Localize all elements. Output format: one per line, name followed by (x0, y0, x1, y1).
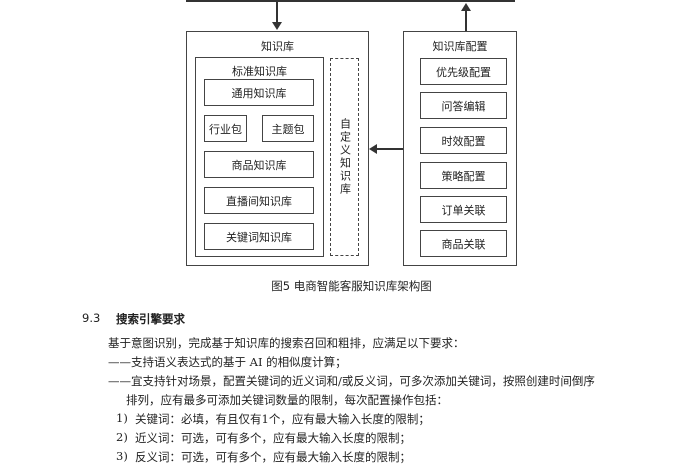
list-item: 反义词：可选，可有多个，应有最大输入长度的限制； (135, 450, 411, 464)
arrow-left-head (369, 144, 377, 154)
paragraph: ——支持语义表达式的基于 AI 的相似度计算； (108, 355, 347, 369)
paragraph: 排列，应有最多可添加关键词数量的限制，每次配置操作包括： (126, 393, 448, 407)
std-item: 主题包 (262, 115, 314, 142)
list-number: 3) (116, 449, 128, 463)
config-item: 订单关联 (420, 196, 507, 223)
config-item: 优先级配置 (420, 58, 507, 85)
arrow-down (276, 2, 278, 24)
arrow-left (376, 148, 403, 150)
list-number: 1) (116, 411, 128, 425)
kb-title: 知识库 (261, 40, 294, 53)
std-item: 直播间知识库 (204, 187, 314, 214)
std-title: 标准知识库 (232, 65, 287, 78)
arrow-down-head (272, 22, 282, 30)
list-number: 2) (116, 430, 128, 444)
figure-caption: 图5 电商智能客服知识库架构图 (271, 279, 432, 293)
paragraph: 基于意图识别，完成基于知识库的搜索召回和粗排，应满足以下要求： (108, 336, 465, 350)
list-item: 近义词：可选，可有多个，应有最大输入长度的限制； (135, 431, 411, 445)
std-item: 商品知识库 (204, 151, 314, 178)
config-item: 商品关联 (420, 230, 507, 257)
section-number: 9.3 (82, 311, 101, 325)
custom-kb-box: 自定义知识库 (330, 58, 359, 256)
config-title: 知识库配置 (432, 40, 488, 53)
section-title: 搜索引擎要求 (116, 312, 185, 326)
config-item: 问答编辑 (420, 92, 507, 119)
knowledge-base-box (186, 31, 369, 266)
standard-kb-box (195, 57, 324, 257)
arrow-up (465, 10, 467, 31)
std-item: 关键词知识库 (204, 223, 314, 250)
top-box-edge (186, 0, 515, 2)
list-item: 关键词：必填，有且仅有1个，应有最大输入长度的限制； (135, 412, 430, 426)
arrow-up-head (461, 3, 471, 11)
std-item: 通用知识库 (204, 79, 314, 106)
kb-config-box (403, 31, 517, 266)
config-item: 策略配置 (420, 162, 507, 189)
paragraph: ——宜支持针对场景，配置关键词的近义词和/或反义词，可多次添加关键词，按照创建时… (108, 374, 595, 388)
std-item: 行业包 (204, 115, 247, 142)
config-item: 时效配置 (420, 127, 507, 154)
